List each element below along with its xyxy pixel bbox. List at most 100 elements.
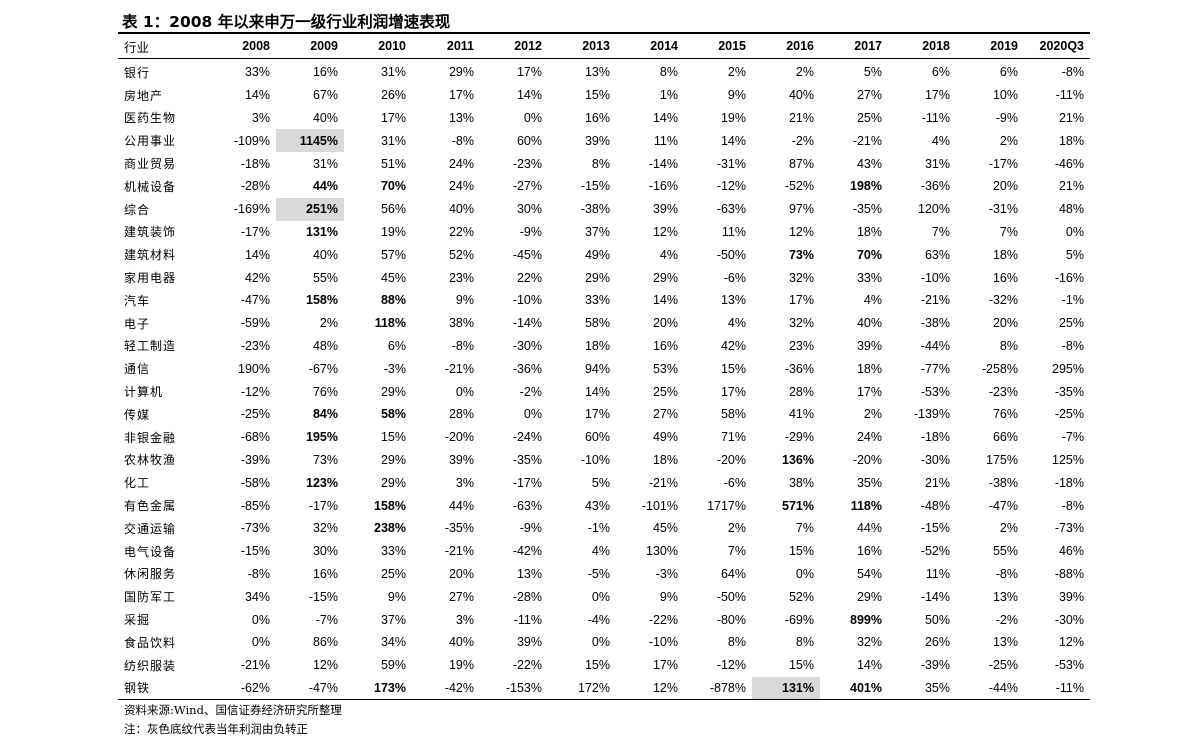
growth-value-cell: -9% bbox=[519, 521, 542, 536]
growth-value-cell: 15% bbox=[584, 88, 610, 103]
growth-value-cell: -3% bbox=[655, 566, 678, 581]
growth-value-cell: -30% bbox=[512, 338, 542, 353]
growth-value-cell: 11% bbox=[721, 224, 746, 239]
growth-value-cell: 15% bbox=[788, 544, 814, 559]
growth-value-cell: 37% bbox=[380, 612, 406, 627]
growth-value-cell: 29% bbox=[380, 384, 406, 399]
growth-value-cell: -7% bbox=[1061, 430, 1084, 445]
growth-value-cell: -52% bbox=[920, 544, 950, 559]
growth-value-cell: -38% bbox=[920, 316, 950, 331]
growth-value-cell: -878% bbox=[709, 680, 746, 695]
industry-name: 钢铁 bbox=[124, 681, 151, 696]
growth-value-cell: 0% bbox=[795, 566, 814, 581]
growth-value-cell: 131% bbox=[306, 224, 338, 239]
growth-value-cell: -1% bbox=[1061, 293, 1084, 308]
industry-name: 国防军工 bbox=[124, 590, 177, 605]
table-row: 轻工制造-23%48%6%-8%-30%18%16%42%23%39%-44%8… bbox=[118, 335, 1090, 358]
growth-value-cell: -17% bbox=[308, 498, 338, 513]
growth-value-cell: 94% bbox=[584, 361, 610, 376]
growth-value-cell: 49% bbox=[652, 430, 678, 445]
growth-value-cell: 33% bbox=[584, 293, 610, 308]
growth-value-cell: 9% bbox=[659, 589, 678, 604]
growth-value-cell: -31% bbox=[716, 156, 746, 171]
growth-value-cell: -67% bbox=[308, 361, 338, 376]
growth-value-cell: -109% bbox=[233, 133, 270, 148]
growth-value-cell: 66% bbox=[992, 430, 1018, 445]
growth-value-cell: 40% bbox=[856, 316, 882, 331]
growth-value-cell: 175% bbox=[986, 452, 1018, 467]
growth-value-cell: 88% bbox=[380, 293, 406, 308]
growth-value-cell: 9% bbox=[727, 88, 746, 103]
growth-value-cell: 8% bbox=[727, 635, 746, 650]
growth-value-cell: 17% bbox=[516, 65, 542, 80]
growth-value-cell: 17% bbox=[584, 407, 610, 422]
growth-value-cell: 31% bbox=[312, 156, 338, 171]
growth-value-cell: -77% bbox=[920, 361, 950, 376]
growth-value-cell: -27% bbox=[512, 179, 542, 194]
growth-value-cell: 17% bbox=[720, 384, 746, 399]
table-row: 建筑装饰-17%131%19%22%-9%37%12%11%12%18%7%7%… bbox=[118, 221, 1090, 244]
growth-value-cell: -10% bbox=[580, 452, 610, 467]
growth-value-cell: -21% bbox=[920, 293, 950, 308]
growth-value-cell: -18% bbox=[240, 156, 270, 171]
growth-value-cell: 16% bbox=[652, 338, 678, 353]
growth-value-cell: -25% bbox=[240, 407, 270, 422]
table-row: 计算机-12%76%29%0%-2%14%25%17%28%17%-53%-23… bbox=[118, 380, 1090, 403]
growth-value-cell: -38% bbox=[580, 202, 610, 217]
growth-value-cell: -73% bbox=[240, 521, 270, 536]
growth-value-cell: 16% bbox=[312, 566, 338, 581]
footnote: 注：灰色底纹代表当年利润由负转正 bbox=[124, 722, 308, 737]
growth-value-cell: -31% bbox=[988, 202, 1018, 217]
header-year: 2010 bbox=[344, 34, 412, 59]
growth-value-cell: 84% bbox=[312, 407, 338, 422]
growth-value-cell: 26% bbox=[380, 88, 406, 103]
growth-value-cell: -47% bbox=[240, 293, 270, 308]
industry-name: 轻工制造 bbox=[124, 339, 177, 354]
growth-value-cell: 14% bbox=[244, 247, 270, 262]
growth-value-cell: 17% bbox=[652, 658, 678, 673]
growth-value-cell: 34% bbox=[380, 635, 406, 650]
growth-value-cell: -5% bbox=[587, 566, 610, 581]
header-year: 2008 bbox=[208, 34, 276, 59]
growth-value-cell: -1% bbox=[587, 521, 610, 536]
growth-value-cell: -16% bbox=[1054, 270, 1084, 285]
growth-value-cell: 11% bbox=[653, 133, 678, 148]
growth-value-cell: -8% bbox=[451, 338, 474, 353]
header-industry: 行业 bbox=[118, 34, 208, 59]
table-bottom-rule bbox=[118, 699, 1090, 701]
growth-value-cell: 195% bbox=[306, 430, 338, 445]
industry-name: 汽车 bbox=[124, 293, 151, 308]
growth-value-cell: -22% bbox=[648, 612, 678, 627]
header-year: 2012 bbox=[480, 34, 548, 59]
growth-value-cell: -85% bbox=[240, 498, 270, 513]
growth-value-cell: -15% bbox=[308, 589, 338, 604]
industry-name: 商业贸易 bbox=[124, 157, 177, 172]
growth-value-cell: 56% bbox=[380, 202, 406, 217]
growth-value-cell: -20% bbox=[716, 452, 746, 467]
growth-value-cell: 12% bbox=[652, 224, 678, 239]
growth-value-cell: 8% bbox=[999, 338, 1018, 353]
industry-name: 农林牧渔 bbox=[124, 453, 177, 468]
growth-value-cell: 58% bbox=[720, 407, 746, 422]
growth-value-cell: -36% bbox=[512, 361, 542, 376]
growth-value-cell: 15% bbox=[720, 361, 746, 376]
growth-value-cell: 131% bbox=[752, 676, 820, 700]
growth-value-cell: 4% bbox=[727, 316, 746, 331]
growth-value-cell: -35% bbox=[444, 521, 474, 536]
growth-value-cell: 2% bbox=[727, 65, 746, 80]
growth-value-cell: -39% bbox=[920, 658, 950, 673]
growth-value-cell: 49% bbox=[584, 247, 610, 262]
growth-value-cell: -47% bbox=[988, 498, 1018, 513]
growth-value-cell: 29% bbox=[380, 452, 406, 467]
growth-value-cell: -42% bbox=[512, 544, 542, 559]
growth-value-cell: 12% bbox=[1058, 635, 1084, 650]
growth-value-cell: -10% bbox=[648, 635, 678, 650]
growth-value-cell: 86% bbox=[312, 635, 338, 650]
growth-value-cell: 33% bbox=[380, 544, 406, 559]
growth-value-cell: 45% bbox=[652, 521, 678, 536]
header-year: 2019 bbox=[956, 34, 1024, 59]
growth-value-cell: 42% bbox=[244, 270, 270, 285]
industry-name: 综合 bbox=[124, 202, 151, 217]
